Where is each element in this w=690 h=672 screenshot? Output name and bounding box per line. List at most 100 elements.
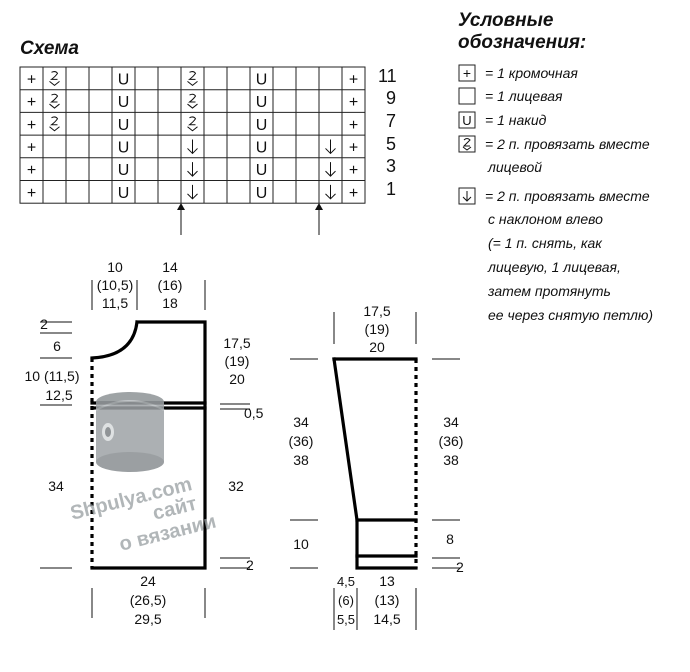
dim-label: 2 bbox=[40, 316, 48, 332]
row-number: 3 bbox=[386, 156, 396, 176]
k2tog-icon bbox=[462, 138, 472, 151]
yo-box-icon bbox=[458, 111, 476, 129]
k2tog-icon bbox=[49, 116, 60, 132]
edge-stitch-symbol: + bbox=[349, 162, 358, 179]
dim-label: 17,5 bbox=[223, 335, 250, 351]
scheme-title: Схема bbox=[20, 38, 79, 59]
sleeve-pattern: 17,5 (19) 20 34 (36) 38 34 (36) 38 10 8 … bbox=[289, 303, 464, 630]
dim-label: 34 bbox=[48, 478, 64, 494]
dim-label: 0,5 bbox=[244, 405, 264, 421]
ssk-box-icon bbox=[458, 187, 476, 205]
yarn-over-symbol: U bbox=[256, 162, 268, 179]
dim-label: (36) bbox=[439, 433, 464, 449]
dim-label: 4,5 bbox=[337, 574, 355, 589]
arrow-up-icon bbox=[315, 203, 323, 210]
legend-label: с наклоном влево bbox=[488, 211, 603, 227]
dim-label: 10 (11,5) bbox=[25, 368, 80, 384]
body-pattern: 10 (10,5) 11,5 14 (16) 18 2 6 10 (11,5) … bbox=[25, 259, 264, 627]
chart-row-numbers: 11 9 7 5 3 1 bbox=[378, 66, 397, 199]
legend-label: = 2 п. провязать вместе bbox=[485, 188, 650, 204]
yarn-over-symbol: U bbox=[256, 185, 268, 202]
dim-label: 14 bbox=[162, 259, 178, 275]
dim-label: (16) bbox=[158, 277, 183, 293]
ssk-icon bbox=[325, 139, 336, 155]
dim-label: 32 bbox=[228, 478, 244, 494]
dim-label: (10,5) bbox=[97, 277, 134, 293]
legend-label: = 1 лицевая bbox=[485, 88, 563, 104]
legend-label: (= 1 п. снять, как bbox=[488, 235, 603, 251]
legend-label: = 2 п. провязать вместе bbox=[485, 136, 650, 152]
row-number: 1 bbox=[386, 179, 396, 199]
neckline-curve bbox=[90, 320, 139, 360]
legend-label: лицевую, 1 лицевая, bbox=[487, 259, 621, 275]
legend-label: затем протянуть bbox=[487, 283, 611, 299]
ssk-icon bbox=[187, 139, 198, 155]
dim-label: (13) bbox=[375, 592, 400, 608]
dim-label: (6) bbox=[338, 593, 354, 608]
dim-label: 38 bbox=[293, 452, 309, 468]
arrow-up-icon bbox=[177, 203, 185, 210]
dim-label: 34 bbox=[443, 414, 459, 430]
dim-label: 12,5 bbox=[45, 387, 72, 403]
dim-label: 24 bbox=[140, 573, 156, 589]
plus-symbol: + bbox=[463, 65, 471, 81]
row-number: 11 bbox=[378, 66, 397, 86]
ssk-icon bbox=[187, 184, 198, 200]
empty-box-icon bbox=[458, 87, 476, 105]
edge-stitch-symbol: + bbox=[349, 117, 358, 134]
dim-label: 10 bbox=[107, 259, 123, 275]
dim-label: 20 bbox=[229, 371, 245, 387]
dim-label: 11,5 bbox=[102, 295, 128, 311]
dim-label: 10 bbox=[293, 536, 309, 552]
yarn-over-symbol: U bbox=[256, 139, 268, 156]
ssk-icon bbox=[187, 162, 198, 177]
dim-label: 20 bbox=[369, 339, 385, 355]
dim-label: 34 bbox=[293, 414, 309, 430]
edge-stitch-symbol: + bbox=[349, 71, 358, 88]
edge-stitch-symbol: + bbox=[27, 139, 36, 156]
yarn-over-symbol: U bbox=[118, 71, 130, 88]
stitch-chart-grid bbox=[19, 66, 366, 204]
yarn-over-symbol: U bbox=[256, 117, 268, 134]
legend-label: = 1 накид bbox=[485, 112, 547, 128]
row-number: 7 bbox=[386, 111, 396, 131]
legend-title-line2: обозначения: bbox=[458, 32, 586, 53]
dim-label: (19) bbox=[225, 353, 250, 369]
row-number: 9 bbox=[386, 88, 396, 108]
k2tog-icon bbox=[49, 71, 60, 86]
legend-label: ее через снятую петлю) bbox=[488, 307, 653, 323]
repeat-arrows bbox=[177, 203, 323, 235]
ssk-icon bbox=[325, 162, 336, 177]
row-number: 5 bbox=[386, 134, 396, 154]
k2tog-icon bbox=[187, 71, 198, 86]
edge-stitch-symbol: + bbox=[27, 185, 36, 202]
edge-stitch-symbol: + bbox=[27, 94, 36, 111]
dim-label: 8 bbox=[446, 531, 454, 547]
ssk-icon bbox=[462, 191, 472, 202]
yarn-over-symbol: U bbox=[118, 117, 130, 134]
edge-stitch-symbol: + bbox=[27, 71, 36, 88]
dim-label: 13 bbox=[379, 573, 395, 589]
yarn-over-symbol: U bbox=[256, 71, 268, 88]
dim-label: 38 bbox=[443, 452, 459, 468]
edge-stitch-symbol: + bbox=[349, 139, 358, 156]
yarn-over-symbol: U bbox=[256, 94, 268, 111]
dim-label: (36) bbox=[289, 433, 314, 449]
legend-label: = 1 кромочная bbox=[485, 65, 578, 81]
dim-label: 2 bbox=[456, 559, 464, 575]
legend: Условные обозначения: + = 1 кромочная = … bbox=[458, 10, 653, 323]
legend-title-line1: Условные bbox=[458, 10, 554, 31]
edge-stitch-symbol: + bbox=[27, 162, 36, 179]
dim-label: (26,5) bbox=[130, 592, 167, 608]
k2tog-icon bbox=[187, 116, 198, 132]
edge-stitch-symbol: + bbox=[349, 94, 358, 111]
edge-stitch-symbol: + bbox=[27, 117, 36, 134]
sleeve-outline bbox=[332, 357, 418, 570]
yarn-over-symbol: U bbox=[118, 185, 130, 202]
ssk-icon bbox=[325, 184, 336, 200]
yarn-over-symbol: U bbox=[118, 139, 130, 156]
dim-label: (19) bbox=[365, 321, 390, 337]
edge-stitch-symbol: + bbox=[349, 185, 358, 202]
yarn-spool-icon bbox=[95, 392, 165, 472]
